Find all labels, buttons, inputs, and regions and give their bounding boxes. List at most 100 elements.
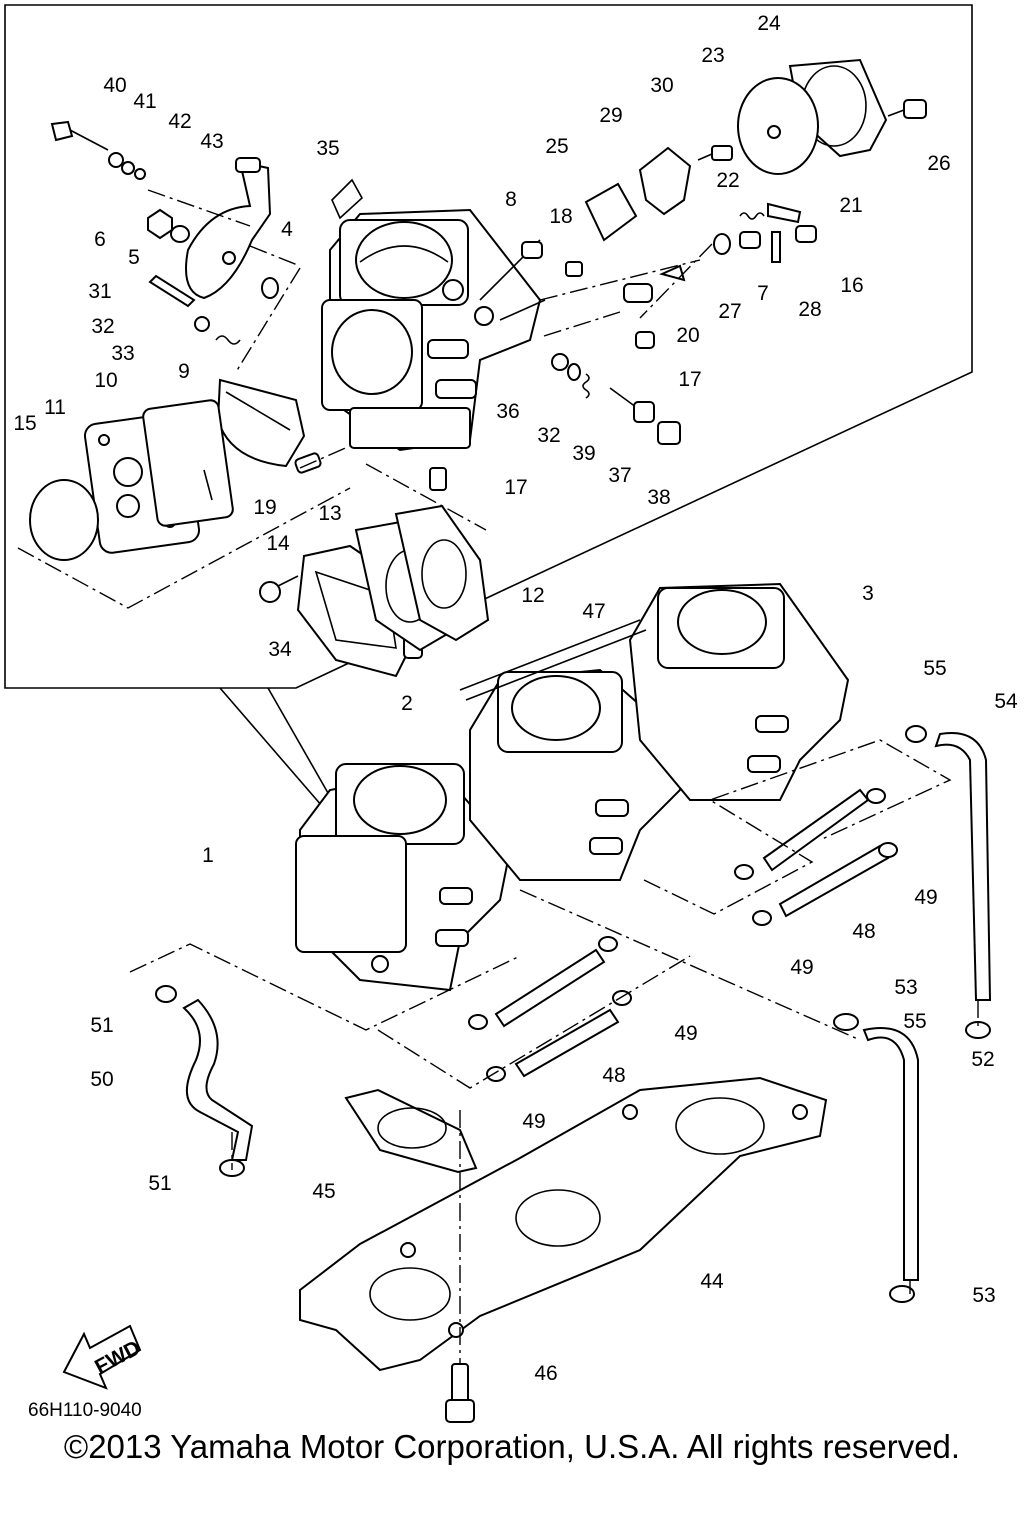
drawing-code: 66H110-9040 (28, 1400, 142, 1421)
o-ring-15 (29, 479, 99, 561)
part-callout-23: 23 (701, 44, 724, 67)
part-callout-49: 49 (522, 1110, 545, 1133)
part-callout-16: 16 (840, 274, 863, 297)
carburetor-1 (295, 763, 512, 992)
spring-39 (582, 373, 590, 399)
lever-screw (50, 120, 109, 151)
part-callout-53: 53 (894, 976, 917, 999)
jet-18 (565, 261, 583, 277)
part-callout-37: 37 (608, 464, 631, 487)
part-callout-19: 19 (253, 496, 276, 519)
part-callout-8: 8 (505, 188, 517, 211)
screw-37 (609, 387, 655, 423)
part-callout-24: 24 (757, 12, 781, 35)
spring-33 (215, 335, 241, 345)
part-callout-54: 54 (994, 690, 1018, 713)
part-callout-10: 10 (94, 369, 117, 392)
part-callout-52: 52 (971, 1048, 994, 1071)
pilot-screw-31 (148, 274, 196, 308)
o-ring-36 (551, 353, 569, 371)
part-callout-36: 36 (496, 400, 519, 423)
screw-16 (795, 225, 817, 243)
gasket-10 (142, 399, 234, 527)
intake-manifold-44 (299, 1076, 828, 1372)
part-callout-48: 48 (602, 1064, 625, 1087)
pin-28 (771, 231, 781, 263)
part-callout-3: 3 (862, 582, 874, 605)
part-callout-46: 46 (534, 1362, 557, 1385)
part-callout-6: 6 (94, 228, 106, 251)
part-callout-13: 13 (318, 502, 341, 525)
part-callout-5: 5 (128, 246, 140, 269)
carburetor-2 (469, 668, 681, 881)
hose-50 (182, 998, 254, 1161)
part-callout-32: 32 (537, 424, 560, 447)
part-callout-40: 40 (103, 74, 126, 97)
part-callout-41: 41 (133, 90, 156, 113)
jet-17-lower (429, 467, 447, 491)
part-callout-50: 50 (90, 1068, 113, 1091)
o-ring-43 (134, 168, 146, 180)
screw-19 (294, 452, 322, 474)
part-callout-39: 39 (572, 442, 595, 465)
spring-washer (108, 152, 124, 168)
copyright-notice: ©2013 Yamaha Motor Corporation, U.S.A. A… (63, 1428, 961, 1465)
nut-6 (147, 208, 173, 240)
part-callout-4: 4 (281, 218, 293, 241)
part-callout-7: 7 (757, 282, 769, 305)
screw-7 (739, 231, 761, 249)
part-callout-12: 12 (521, 584, 544, 607)
part-callout-49: 49 (674, 1022, 697, 1045)
o-ring-4 (261, 277, 279, 299)
part-callout-47: 47 (582, 600, 605, 623)
washer-5 (170, 225, 190, 243)
part-callout-9: 9 (178, 360, 190, 383)
part-callout-17: 17 (504, 476, 527, 499)
part-callout-29: 29 (599, 104, 622, 127)
part-callout-22: 22 (716, 169, 739, 192)
part-callout-27: 27 (718, 300, 741, 323)
part-callout-1: 1 (202, 844, 214, 867)
cap-38 (657, 421, 681, 445)
carburetor-3 (628, 582, 850, 801)
fitting-8 (521, 241, 543, 259)
part-callout-26: 26 (927, 152, 950, 175)
lever-21 (767, 202, 802, 224)
part-callout-2: 2 (401, 692, 413, 715)
gasket-45 (344, 1088, 478, 1174)
part-callout-20: 20 (676, 324, 699, 347)
screw-30 (697, 145, 733, 161)
part-callout-45: 45 (312, 1180, 335, 1203)
part-callout-25: 25 (545, 135, 568, 158)
part-callout-49: 49 (914, 886, 937, 909)
part-callout-14: 14 (266, 532, 290, 555)
washer-32 (194, 316, 210, 332)
detail-leader-1 (219, 687, 323, 807)
part-callout-44: 44 (700, 1270, 724, 1293)
screw-34 (259, 575, 299, 603)
part-callout-33: 33 (111, 342, 134, 365)
washer-42 (121, 161, 135, 175)
washer-32-right (567, 363, 581, 381)
part-callout-21: 21 (839, 194, 862, 217)
part-callout-15: 15 (13, 412, 36, 435)
throttle-lever (185, 157, 272, 300)
detail-leader-2 (267, 687, 333, 801)
jet-17-upper (635, 331, 655, 349)
main-dash-lines (129, 739, 979, 1364)
part-callout-35: 35 (316, 137, 339, 160)
diaphragm-9 (216, 378, 306, 468)
detail-dash-lines (17, 189, 713, 609)
part-callout-55: 55 (903, 1010, 926, 1033)
hose-clamps (155, 725, 991, 1303)
needle-valve-20 (623, 264, 686, 303)
part-callout-43: 43 (200, 130, 223, 153)
detail-frame (4, 4, 973, 689)
part-callout-55: 55 (923, 657, 946, 680)
o-ring-27 (713, 233, 731, 255)
plate-25 (584, 182, 638, 242)
hoses-48 (494, 788, 890, 1078)
part-callout-11: 11 (44, 396, 66, 419)
